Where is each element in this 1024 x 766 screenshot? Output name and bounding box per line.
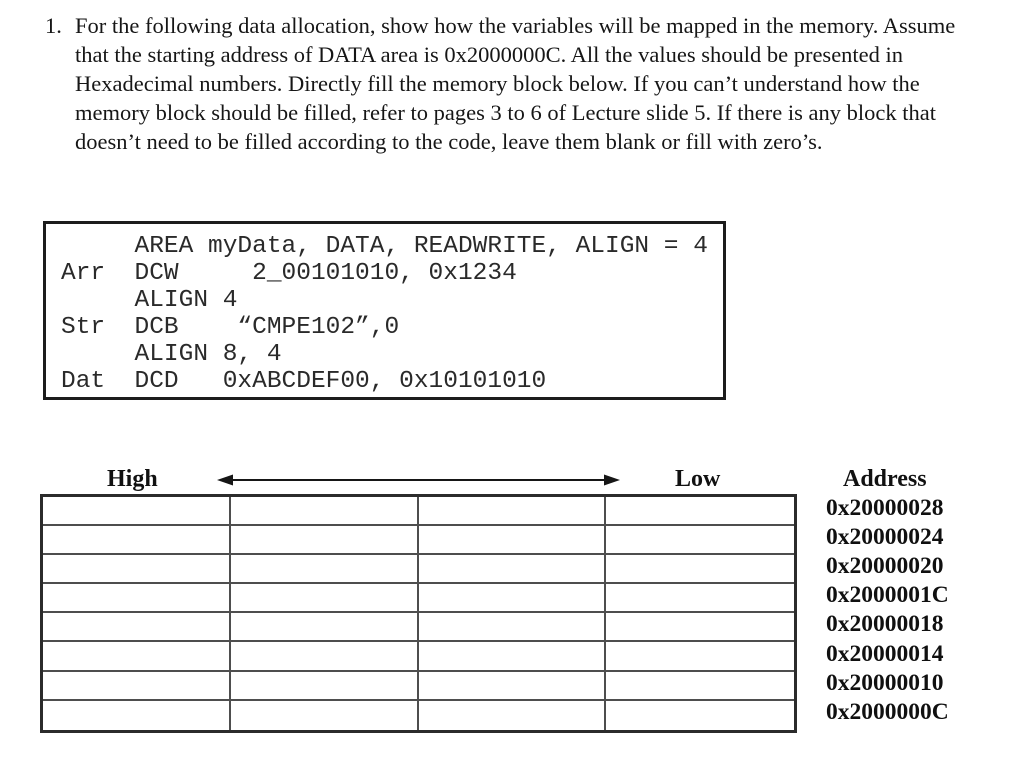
memory-cell: [230, 642, 419, 672]
address-label: 0x20000014: [826, 640, 944, 667]
memory-cell: [606, 642, 794, 672]
memory-cell: [43, 613, 231, 643]
memory-cell: [43, 555, 231, 585]
memory-table: [40, 494, 797, 733]
memory-cell: [606, 584, 794, 614]
memory-cell: [418, 642, 607, 672]
address-label: 0x2000001C: [826, 582, 949, 609]
high-label: High: [107, 466, 158, 492]
memory-cell: [43, 671, 231, 701]
address-label: 0x20000020: [826, 553, 944, 580]
memory-cell: [418, 497, 607, 527]
memory-cell: [230, 497, 419, 527]
address-label: 0x2000000C: [826, 698, 949, 725]
low-label: Low: [675, 466, 721, 492]
memory-cell: [230, 555, 419, 585]
memory-cell: [606, 526, 794, 556]
memory-cell: [418, 526, 607, 556]
memory-cell: [606, 555, 794, 585]
address-label: 0x20000024: [826, 524, 944, 551]
memory-cell: [606, 672, 794, 701]
memory-cell: [43, 642, 231, 672]
memory-cell: [43, 497, 231, 527]
address-label: 0x20000010: [826, 669, 944, 696]
memory-cell: [43, 526, 231, 556]
memory-cell: [231, 700, 419, 730]
memory-cell: [230, 584, 419, 614]
memory-cell: [418, 584, 607, 614]
address-header: Address: [843, 466, 927, 492]
address-label: 0x20000018: [826, 611, 944, 638]
high-low-arrow-icon: [217, 474, 620, 486]
memory-cell: [43, 584, 231, 614]
question: 1. For the following data allocation, sh…: [45, 11, 995, 156]
memory-cell: [43, 700, 231, 730]
assembly-code-block: AREA myData, DATA, READWRITE, ALIGN = 4 …: [43, 221, 726, 400]
address-label: 0x20000028: [826, 495, 944, 522]
question-number: 1.: [45, 13, 62, 38]
memory-cell: [418, 671, 607, 701]
memory-cell: [606, 497, 794, 527]
memory-cell: [418, 555, 607, 585]
memory-cell: [419, 700, 607, 730]
memory-cell: [606, 613, 794, 643]
memory-cell: [606, 701, 794, 730]
question-text: For the following data allocation, show …: [75, 13, 956, 154]
memory-cell: [418, 613, 607, 643]
memory-cell: [230, 613, 419, 643]
memory-cell: [230, 526, 419, 556]
memory-cell: [230, 671, 419, 701]
